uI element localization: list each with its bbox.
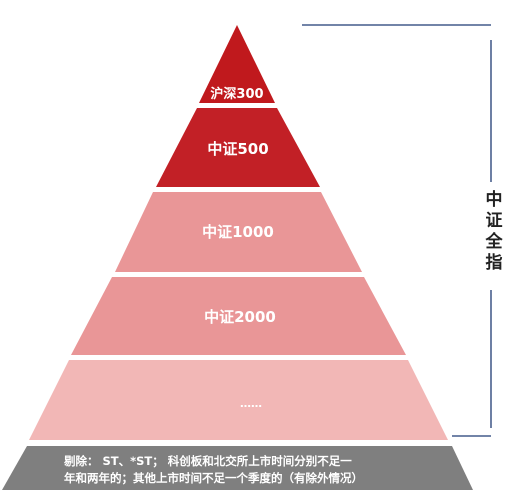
side-label-char-4: 指 bbox=[486, 252, 503, 273]
tier-label-others: …… bbox=[240, 397, 262, 410]
tier-hs300 bbox=[199, 25, 275, 103]
tier-label-zz1000: 中证1000 bbox=[202, 223, 274, 241]
bracket bbox=[302, 24, 492, 437]
tier-label-zz500: 中证500 bbox=[207, 140, 268, 158]
pyramid bbox=[2, 25, 473, 490]
footnote-base bbox=[2, 446, 473, 490]
side-label-char-1: 中 bbox=[486, 189, 503, 210]
tier-others bbox=[29, 360, 448, 440]
footnote-line-1: 剔除： ST、*ST； 科创板和北交所上市时间分别不足一 bbox=[63, 454, 352, 468]
footnote: 剔除： ST、*ST； 科创板和北交所上市时间分别不足一 年和两年的；其他上市时… bbox=[63, 454, 363, 485]
tier-zz2000 bbox=[71, 277, 406, 355]
side-label-char-3: 全 bbox=[485, 231, 504, 252]
tier-labels: 沪深300 中证500 中证1000 中证2000 …… bbox=[202, 86, 276, 410]
side-label: 中 证 全 指 bbox=[485, 189, 504, 273]
footnote-line-2: 年和两年的；其他上市时间不足一个季度的（有除外情况） bbox=[64, 471, 363, 485]
tier-label-zz2000: 中证2000 bbox=[204, 308, 276, 326]
tier-zz1000 bbox=[115, 192, 362, 272]
side-label-char-2: 证 bbox=[486, 211, 503, 231]
tier-label-hs300: 沪深300 bbox=[210, 86, 263, 102]
tier-zz500 bbox=[156, 108, 320, 187]
